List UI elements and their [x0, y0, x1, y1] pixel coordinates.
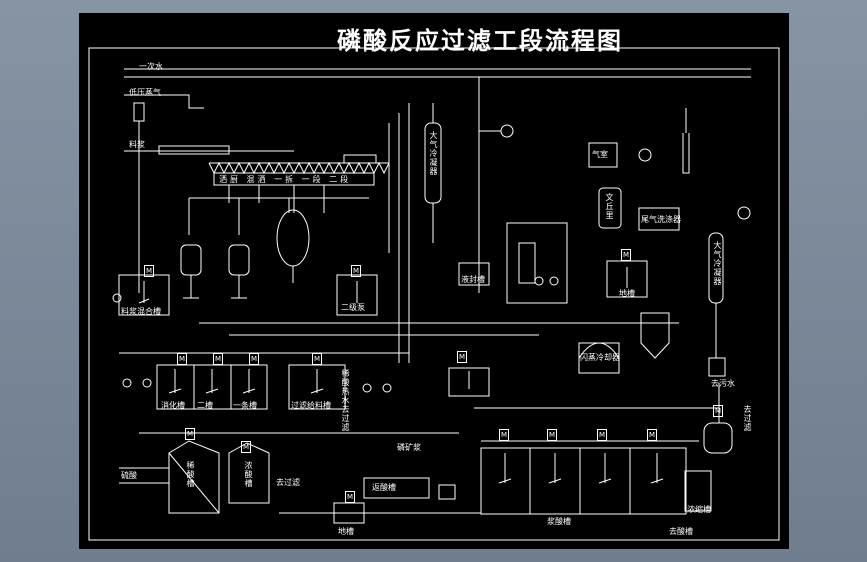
- reactor-first-label: 一条槽: [233, 401, 257, 410]
- second-tank: [336, 274, 378, 316]
- venturi: [598, 187, 622, 229]
- ore-slurry-label: 磷矿浆: [397, 443, 421, 452]
- clarifier-label: 浓缩槽: [687, 505, 711, 514]
- feed-line-label: 料浆: [129, 140, 145, 149]
- vacuum-condenser-right-label: 大气冷凝器: [713, 241, 722, 286]
- belt-slot-labels: 洒厨 混洒 一拆 一段 二段: [219, 175, 352, 184]
- separator-2: [228, 244, 250, 276]
- to-storage-label: 去酸槽: [669, 527, 693, 536]
- seal-tank: [458, 262, 490, 286]
- belt-trays: [208, 161, 390, 175]
- pump-body-1: [518, 242, 536, 284]
- to-clarifier-label: 去过滤: [743, 405, 752, 432]
- sump-pump: [112, 293, 122, 303]
- clarifier: [684, 470, 712, 512]
- recycle-tank: [363, 477, 430, 499]
- venturi-label: 文丘里: [605, 193, 614, 220]
- stack: [682, 133, 690, 174]
- water-line-label: 一次水: [139, 62, 163, 71]
- pump-1: [534, 276, 544, 286]
- belt-drive: [343, 154, 377, 164]
- receiver-vessel: [276, 209, 310, 267]
- motor-reactor-2: M: [213, 353, 223, 365]
- to-water-label: 去污水: [711, 379, 735, 388]
- drawing-sheet: 磷酸反应过滤工段流程图: [79, 13, 789, 549]
- feed-pipe: [158, 145, 230, 155]
- concentrated-acid-tank: [228, 442, 270, 504]
- exhaust-fan-1: [638, 148, 652, 162]
- motor-bottom-sump: M: [345, 491, 355, 503]
- reactor-digest-label: 消化槽: [161, 401, 185, 410]
- motor-sump: M: [144, 265, 154, 277]
- agitators-row1: [168, 369, 470, 394]
- slurry-mixing-label: 料浆混合槽: [121, 307, 161, 316]
- motor-acid-4: M: [647, 429, 657, 441]
- motor-dilute-tank: M: [185, 428, 195, 440]
- steam-line: [124, 94, 204, 109]
- pump-left-1: [122, 378, 132, 388]
- vertical-mid-label: 稀酸热水去过滤: [341, 369, 350, 432]
- pump-tank-area: [506, 222, 568, 304]
- flash-cooler-label: 闪蒸冷却器: [580, 353, 620, 362]
- reactor-row: [156, 364, 268, 410]
- motor-filter-feed: M: [312, 353, 322, 365]
- motor-recycle-sump: M: [457, 351, 467, 363]
- reactor-second-label: 二槽: [197, 401, 213, 410]
- motor-second-tank: M: [351, 265, 361, 277]
- cooling-box: [588, 142, 618, 168]
- acid-tank-row: [480, 447, 687, 515]
- filter-feed-label: 过滤给料槽: [291, 401, 331, 410]
- page-title: 磷酸反应过滤工段流程图: [337, 26, 623, 55]
- motor-acid-3: M: [597, 429, 607, 441]
- motor-sump-mid: M: [621, 249, 631, 261]
- motor-reactor-3: M: [249, 353, 259, 365]
- sump-recycle: [448, 367, 490, 397]
- concentrated-tank-label: 浓酸槽: [244, 461, 253, 488]
- pump-2: [549, 276, 559, 286]
- dilute-acid-tank: [168, 440, 220, 514]
- sump-mid-label: 地槽: [619, 289, 635, 298]
- steam-valve-box: [133, 102, 145, 122]
- motor-clarifier: M: [713, 405, 723, 417]
- recycle-pump: [438, 484, 456, 500]
- sump-agitator: [138, 298, 150, 304]
- seal-pot-right: [708, 357, 726, 377]
- vacuum-condenser-left-label: 大气冷凝器: [429, 131, 438, 176]
- bottom-sump-label: 地槽: [338, 527, 354, 536]
- recycle-tank-label: 返酸槽: [372, 483, 396, 492]
- pump-note-label: 去过滤: [276, 478, 300, 487]
- seal-tank-label: 液封槽: [461, 275, 485, 284]
- cyclone: [640, 312, 670, 359]
- sulfuric-label: 硫酸: [121, 471, 137, 480]
- motor-reactor-1: M: [177, 353, 187, 365]
- blower-top: [500, 124, 514, 138]
- pump-left-2: [142, 378, 152, 388]
- tank-diag: [168, 452, 220, 514]
- motor-acid-2: M: [547, 429, 557, 441]
- separator-1: [180, 244, 202, 276]
- feed-pump-label: 二级泵: [341, 303, 365, 312]
- acid-row-agitators: [498, 453, 664, 484]
- absorber-label: 尾气洗涤器: [641, 215, 681, 224]
- filter-feed-tank: [288, 364, 346, 410]
- cooling-box-label: 气室: [592, 150, 608, 159]
- inner-frame: [88, 47, 780, 541]
- scrubber: [638, 207, 680, 231]
- clarifier-tank: [703, 422, 733, 454]
- pump-mid-1: [362, 383, 372, 393]
- motor-acid-1: M: [499, 429, 509, 441]
- process-flow-diagram: [88, 47, 780, 541]
- dilute-tank-label: 稀酸槽: [186, 461, 195, 488]
- pump-mid-2: [382, 383, 392, 393]
- steam-line-label: 低压蒸气: [129, 88, 161, 97]
- exhaust-fan-2: [737, 206, 751, 220]
- acid-tank-row-label: 浆酸槽: [547, 517, 571, 526]
- sump-middle: [606, 260, 648, 298]
- motor-concentrated-tank: M: [241, 441, 251, 453]
- flash-cooler: [578, 342, 620, 374]
